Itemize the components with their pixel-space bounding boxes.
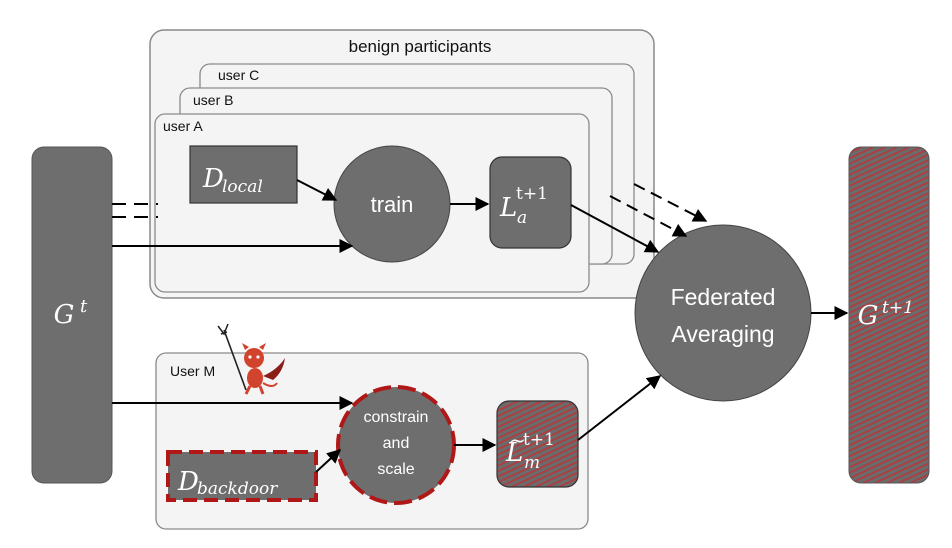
global-model-next-label: G (858, 301, 879, 331)
constrain-label-line1: constrain (364, 409, 429, 426)
user-b-label: user B (193, 92, 233, 108)
global-model-box: G t (31, 146, 113, 484)
local-model-a-box: L a t+1 (489, 156, 572, 249)
local-model-m-sub: m (524, 453, 540, 473)
d-local-symbol: D (202, 164, 224, 194)
devil-icon (217, 323, 285, 395)
global-model-sup: t (80, 296, 88, 317)
train-label: train (371, 192, 414, 217)
local-model-m-accent: ~ (509, 428, 526, 452)
constrain-label-line3: scale (377, 461, 414, 478)
dashed-arrow-user-b-to-fedavg (609, 195, 688, 237)
train-node: train (333, 145, 451, 263)
benign-participants-label: benign participants (349, 37, 492, 56)
local-model-a-symbol: L (499, 193, 517, 223)
d-backdoor-symbol: D (177, 467, 199, 497)
user-c-label: user C (218, 67, 259, 83)
arrow-dbackdoor-to-constrain (315, 449, 342, 473)
local-model-m-sup: t+1 (523, 430, 555, 450)
d-backdoor-box: D backdoor (166, 450, 318, 502)
constrain-and-scale-node: constrain and scale (336, 385, 456, 505)
dashed-arrow-user-c-to-fedavg (633, 183, 708, 222)
fedavg-label-line1: Federated (671, 284, 776, 310)
d-local-sub: local (222, 177, 263, 197)
arrow-la-to-fedavg (570, 204, 660, 253)
local-model-a-sub: a (517, 208, 527, 228)
federated-averaging-node: Federated Averaging (634, 224, 812, 402)
local-model-a-sup: t+1 (516, 184, 548, 204)
global-model-next-sup: t+1 (882, 298, 914, 318)
user-a-label: user A (163, 118, 203, 134)
global-model-label: G (54, 300, 75, 330)
global-model-next-box: G t+1 (848, 146, 930, 484)
constrain-label-line2: and (383, 435, 410, 452)
fedavg-label-line2: Averaging (671, 321, 774, 347)
connectors (112, 179, 849, 473)
d-local-box: D local (189, 145, 298, 204)
arrow-lm-to-fedavg (577, 375, 662, 441)
local-model-m-symbol: L (505, 438, 523, 468)
local-model-m-box: ~ L m t+1 (496, 400, 579, 488)
d-backdoor-sub: backdoor (197, 479, 278, 499)
user-m-label: User M (170, 363, 215, 379)
arrow-dlocal-to-train (296, 179, 338, 201)
